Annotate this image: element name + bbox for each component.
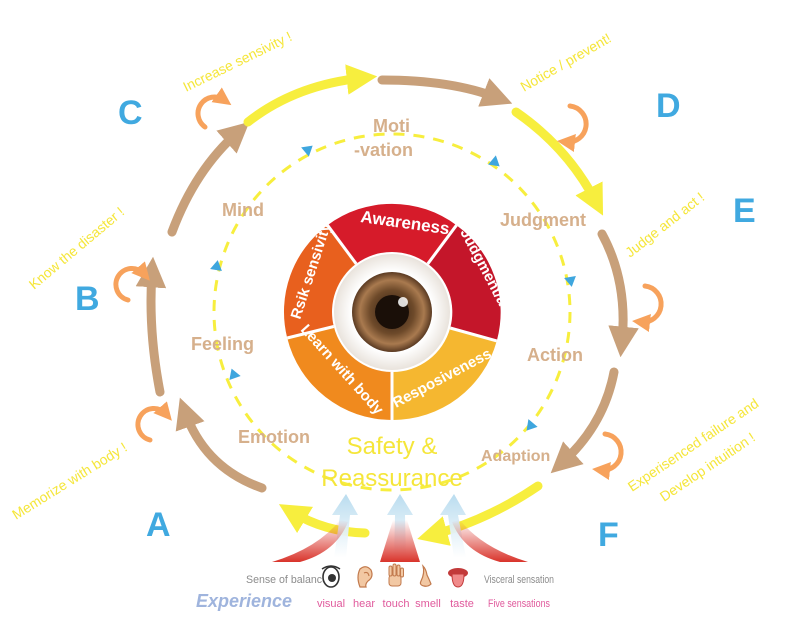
sense-label-visual: visual [317,598,345,610]
phrase-know-disaster: Know the disaster ! [26,204,127,293]
nose-icon [419,563,432,587]
outer-brown-arrows [135,75,639,493]
blue-arrow-4 [526,419,538,431]
word-vation: -vation [354,140,413,160]
stage-letters: A B C D E F [75,87,756,554]
center-text: Safety & Reassurance [321,433,462,492]
phrase-memorize: Memorize with body ! [9,439,130,523]
red-curve-right [452,520,528,562]
word-judgment: Judgment [500,210,586,230]
sense-labels: visual hear touch smell taste [317,598,474,610]
blue-arrows [210,145,576,431]
blue-arrow-6 [210,260,222,272]
brown-arrow-top [377,75,513,107]
loop-arrow-d [557,103,589,152]
word-adaption: Adaption [481,448,550,465]
brown-arrow-left-lower [175,397,267,493]
inner-cycle-words: Moti -vation Judgment Action Adaption Em… [191,116,586,465]
stage-letter-c: C [118,94,143,132]
loop-arrow-a [135,401,172,443]
inner-dashed-circle [212,132,572,492]
senses-row: Sense of balance Visceral sensation [196,563,554,611]
tongue-icon [448,568,468,588]
brown-arrow-left-upper [135,256,167,397]
ring-segment-risk-sensivity [283,225,357,338]
brown-arrow-right [597,229,639,358]
brown-arrow-right-lower [550,367,619,474]
blue-arrow-3 [564,275,576,287]
experience-label: Experience [196,591,292,611]
center-text-line2: Reassurance [321,465,462,492]
ring-segment-awareness [327,203,457,264]
blue-arrow-5 [229,368,241,381]
stage-letter-a: A [146,506,171,544]
word-action: Action [527,345,583,365]
brown-arrow-upper-left [167,121,250,237]
up-arrow-right [440,494,466,558]
ear-icon [357,566,373,588]
loop-arrow-f [592,431,624,480]
word-mind: Mind [222,200,264,220]
yellow-arrow-bottom-left [278,504,370,538]
ring-segment-judgment [427,225,501,341]
sense-balance-label: Sense of balance [246,574,328,586]
loop-arrow-c [195,87,232,130]
five-sensations-label: Five sensations [488,598,550,610]
blue-arrow-1 [301,145,313,157]
center-ring: Awareness Judgment/action Resposiveness … [282,202,528,422]
word-emotion: Emotion [238,427,310,447]
outer-yellow-arrows [243,64,604,546]
eye-sense-icon [321,565,341,588]
ring-segment-resposiveness [392,328,497,421]
center-text-line1: Safety & [347,433,438,460]
stage-letter-f: F [598,516,619,554]
red-curve-left [272,520,348,562]
blue-arrow-2 [488,155,500,167]
loop-arrows [113,87,664,480]
stage-letter-d: D [656,87,681,125]
phrase-increase-sensivity: Increase sensivity ! [180,28,294,95]
sense-red-curves [272,520,528,562]
visceral-label: Visceral sensation [484,574,554,586]
yellow-arrow-top [243,64,378,127]
yellow-arrow-upper-right [511,107,604,216]
yellow-arrow-bottom-right [417,481,543,546]
loop-arrow-b [113,261,150,303]
eye-highlight [398,297,408,307]
ring-segment-learn-with-body [287,326,392,420]
sense-label-taste: taste [450,598,474,610]
loop-arrow-e [632,283,664,332]
word-moti: Moti [373,116,410,136]
phrase-notice-prevent: Notice / prevent! [518,30,614,95]
stage-letter-e: E [733,192,756,230]
sense-label-hear: hear [353,598,375,610]
red-curve-mid [380,520,420,562]
stage-letter-b: B [75,280,100,318]
word-feeling: Feeling [191,334,254,354]
sense-label-touch: touch [383,598,410,610]
phrase-judge-act: Judge and act ! [622,189,707,261]
sense-label-smell: smell [415,598,441,610]
hand-icon [388,563,404,587]
